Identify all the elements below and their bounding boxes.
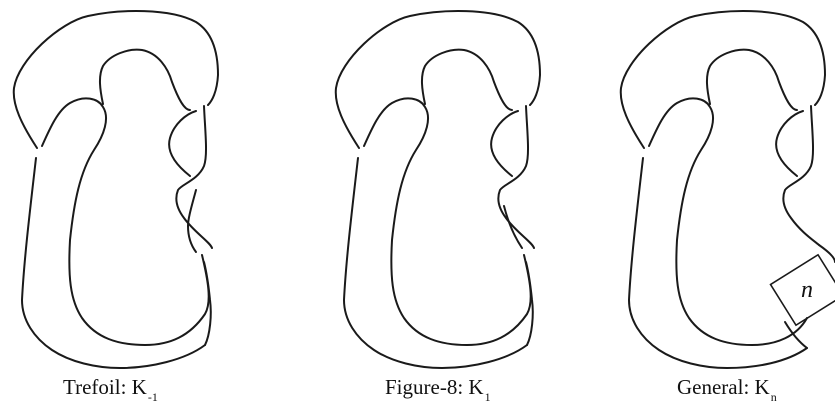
figure8-inner-descending-strand <box>503 205 523 249</box>
figure8-inner-upper-arc <box>363 97 532 346</box>
figure8-lower-right-closing <box>525 261 534 346</box>
trefoil-outer-left-long-strand <box>21 157 206 369</box>
general-box-lower-left-strand <box>784 321 808 349</box>
trefoil-caption: Trefoil: K-1 <box>63 375 158 404</box>
general-caption-text: General: K <box>677 375 770 399</box>
trefoil-inner-upper-arc <box>41 97 210 346</box>
general-right-upper-strand <box>775 110 804 177</box>
figure8-caption-subscript: 1 <box>484 390 491 404</box>
figure8-knot-strands <box>334 10 541 369</box>
trefoil-center-top-strand <box>99 48 191 111</box>
trefoil-inner-descending-strand <box>187 189 197 253</box>
general-outer-left-long-strand <box>628 157 808 369</box>
trefoil-right-bulge <box>175 105 213 249</box>
general-center-top-strand <box>706 48 798 111</box>
trefoil-caption-subscript: -1 <box>147 390 158 404</box>
trefoil-right-upper-strand <box>168 110 197 177</box>
trefoil-caption-text: Trefoil: K <box>63 375 147 399</box>
figure8-right-bulge <box>497 105 535 249</box>
general-twist-box <box>769 253 835 327</box>
figure8-outer-left-strand <box>334 10 541 149</box>
general-twist-box-label: n <box>801 277 813 303</box>
general-outer-left-strand <box>619 10 826 149</box>
trefoil-lower-right-closing <box>203 261 212 346</box>
figure8-outer-left-long-strand <box>343 157 528 369</box>
general-right-bulge <box>782 105 820 246</box>
general-knot-strands: n <box>619 10 835 369</box>
trefoil-outer-left-strand <box>12 10 219 149</box>
general-caption-subscript: n <box>770 390 777 404</box>
figure8-caption-text: Figure-8: K <box>385 375 484 399</box>
general-inner-upper-arc <box>648 97 808 346</box>
figure8-right-upper-strand <box>490 110 519 177</box>
general-caption: General: Kn <box>677 375 777 404</box>
figure8-caption: Figure-8: K1 <box>385 375 491 404</box>
figure8-center-top-strand <box>421 48 513 111</box>
trefoil-knot-strands <box>12 10 219 369</box>
